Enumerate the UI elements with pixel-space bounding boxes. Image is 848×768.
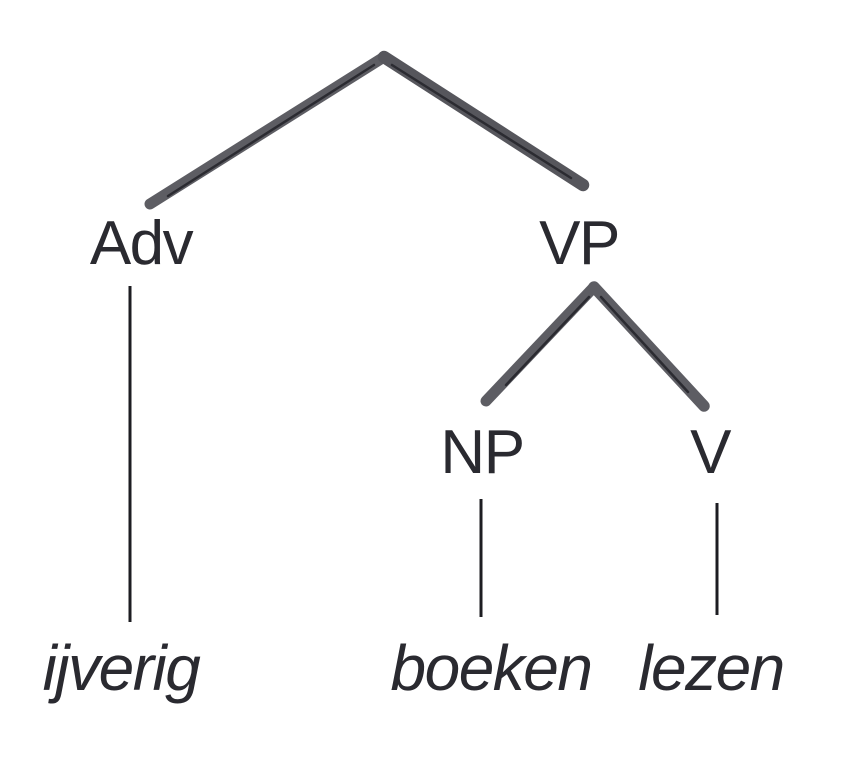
leaf-word-ijverig: ijverig — [42, 632, 201, 704]
branch-vp-to-v — [588, 281, 710, 412]
leaf-word-lezen: lezen — [638, 632, 785, 704]
branch-core-root-to-adv — [166, 63, 376, 198]
node-label-adv: Adv — [89, 209, 194, 278]
branch-root-to-adv — [144, 51, 390, 210]
leaf-word-boeken: boeken — [390, 632, 593, 704]
node-label-np: NP — [440, 418, 525, 487]
branch-core-vp-to-v — [599, 295, 690, 394]
branch-vp-to-np — [480, 281, 600, 407]
branch-core-vp-to-np — [504, 295, 591, 387]
branch-core-root-to-vp — [390, 63, 573, 180]
node-label-v: V — [690, 418, 731, 487]
node-label-vp: VP — [539, 209, 620, 278]
